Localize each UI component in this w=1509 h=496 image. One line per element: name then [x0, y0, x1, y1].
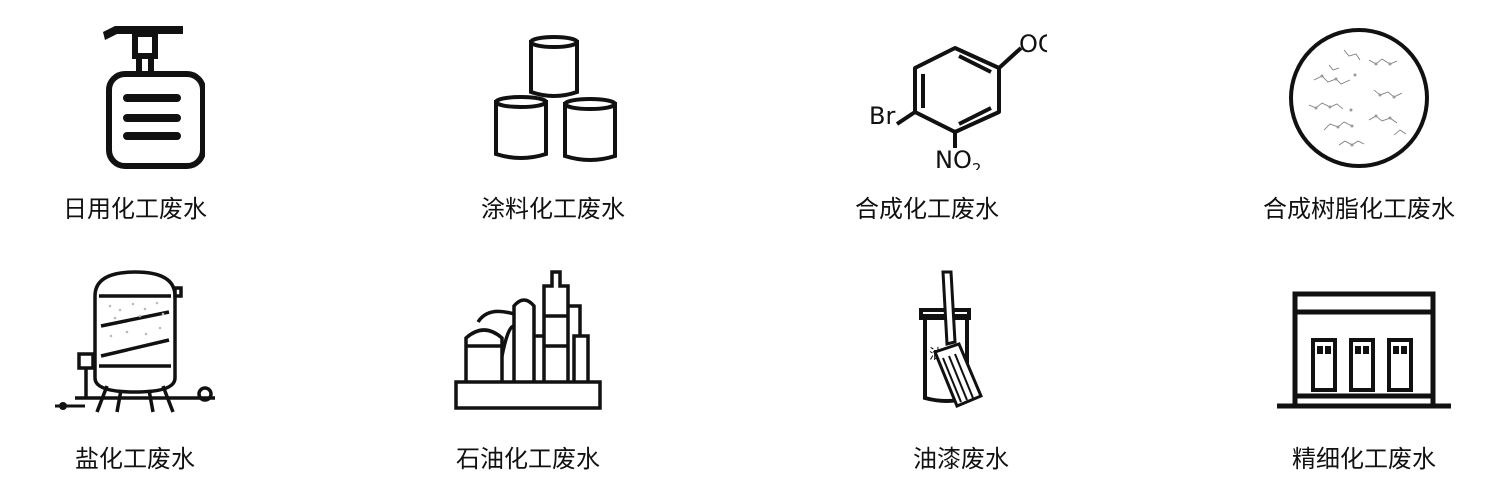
category-salt-chemical[interactable]: 盐化工废水 [0, 266, 285, 476]
category-label: 合成化工废水 [855, 195, 999, 223]
pressure-tank-icon [55, 270, 215, 413]
substituent-bottom-sub: 2 [972, 160, 982, 170]
substituent-left: Br [869, 102, 895, 130]
paint-bucket-brush-icon: 油漆 [919, 270, 983, 408]
category-label: 精细化工废水 [1292, 445, 1436, 473]
soap-pump-bottle-icon [103, 26, 205, 169]
category-label: 石油化工废水 [456, 445, 600, 473]
category-label: 盐化工废水 [75, 445, 195, 473]
category-label: 涂料化工废水 [481, 195, 625, 223]
substituent-top: OCH [1019, 30, 1047, 58]
chemical-structure-icon: OCH3 Br NO2 [869, 30, 1047, 170]
category-label: 合成树脂化工废水 [1263, 195, 1455, 223]
category-petrochemical[interactable]: 石油化工废水 [378, 266, 678, 476]
substituent-bottom: NO [935, 146, 972, 170]
category-paint[interactable]: 油漆 油漆废水 [811, 266, 1111, 476]
refinery-icon [454, 270, 602, 410]
resin-sphere-icon [1289, 28, 1429, 168]
category-daily-chemical[interactable]: 日用化工废水 [0, 20, 285, 230]
svg-text:OCH3: OCH3 [1019, 30, 1047, 62]
fine-chemical-cabinet-icon [1277, 291, 1451, 409]
category-fine-chemical[interactable]: 精细化工废水 [1214, 266, 1509, 476]
category-label: 日用化工废水 [63, 195, 207, 223]
paint-cans-icon [494, 35, 617, 162]
category-synthetic-chemical[interactable]: OCH3 Br NO2 合成化工废水 [777, 20, 1077, 230]
svg-text:NO2: NO2 [935, 146, 981, 170]
category-synthetic-resin[interactable]: 合成树脂化工废水 [1209, 20, 1509, 230]
category-label: 油漆废水 [913, 445, 1009, 473]
category-coating[interactable]: 涂料化工废水 [403, 20, 703, 230]
